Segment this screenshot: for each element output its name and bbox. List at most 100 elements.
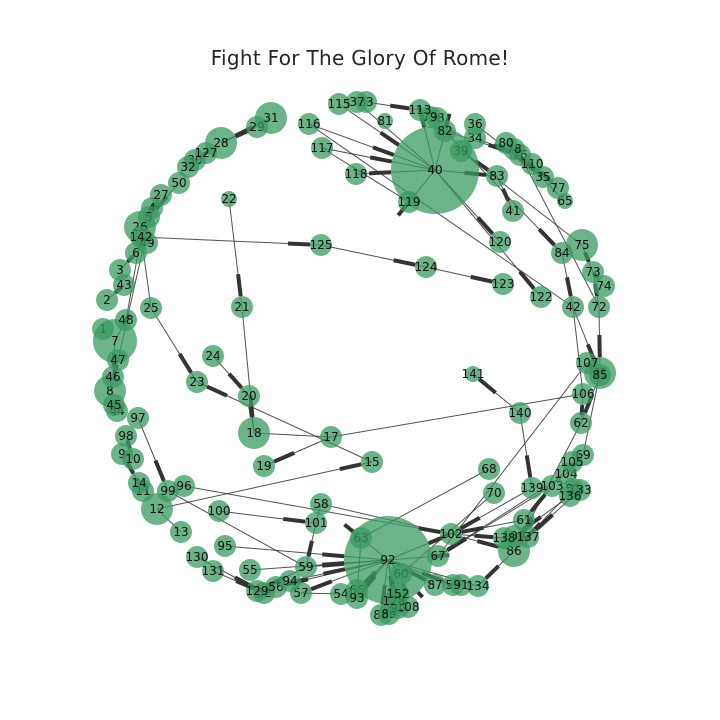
node-27[interactable]: 27 xyxy=(150,184,172,206)
node-92[interactable]: 92 xyxy=(344,516,432,604)
node-100[interactable]: 100 xyxy=(208,500,231,522)
node-95[interactable]: 95 xyxy=(214,535,236,557)
node-81[interactable]: 81 xyxy=(377,113,393,129)
node-136[interactable]: 136 xyxy=(559,485,582,507)
node-label: 129 xyxy=(246,584,269,598)
node-124[interactable]: 124 xyxy=(415,256,438,278)
node-129[interactable]: 129 xyxy=(246,580,269,602)
node-99[interactable]: 99 xyxy=(157,480,179,502)
node-31[interactable]: 31 xyxy=(255,102,287,134)
node-circle xyxy=(140,297,162,319)
node-106[interactable]: 106 xyxy=(572,383,595,405)
node-label: 68 xyxy=(481,462,496,476)
node-140[interactable]: 140 xyxy=(509,402,532,424)
node-17[interactable]: 17 xyxy=(320,426,342,448)
node-32[interactable]: 32 xyxy=(177,156,199,178)
node-113[interactable]: 113 xyxy=(409,99,432,121)
node-125[interactable]: 125 xyxy=(310,234,333,256)
node-142[interactable]: 142 xyxy=(130,226,153,248)
node-label: 140 xyxy=(509,406,532,420)
node-84[interactable]: 84 xyxy=(551,242,573,264)
node-62[interactable]: 62 xyxy=(570,412,592,434)
node-label: 9 xyxy=(118,447,126,461)
node-15[interactable]: 15 xyxy=(361,451,383,473)
node-label: 124 xyxy=(415,260,438,274)
node-55[interactable]: 55 xyxy=(239,559,261,581)
node-98[interactable]: 98 xyxy=(115,425,137,447)
node-45[interactable]: 45 xyxy=(103,394,125,416)
node-82[interactable]: 82 xyxy=(434,120,456,142)
node-13[interactable]: 13 xyxy=(170,521,192,543)
node-122[interactable]: 122 xyxy=(530,286,553,308)
node-83[interactable]: 83 xyxy=(486,165,508,187)
node-68[interactable]: 68 xyxy=(478,458,500,480)
node-77[interactable]: 77 xyxy=(547,177,569,199)
node-72[interactable]: 72 xyxy=(588,296,610,318)
node-label: 18 xyxy=(246,426,261,440)
node-80[interactable]: 80 xyxy=(495,132,517,154)
node-37[interactable]: 37 xyxy=(346,91,368,113)
node-110[interactable]: 110 xyxy=(521,153,544,175)
node-70[interactable]: 70 xyxy=(483,482,505,504)
node-138[interactable]: 138 xyxy=(493,527,516,549)
node-120[interactable]: 120 xyxy=(489,231,512,253)
node-102[interactable]: 102 xyxy=(440,523,463,545)
node-134[interactable]: 134 xyxy=(467,575,490,597)
node-152[interactable]: 152 xyxy=(387,583,410,605)
node-23[interactable]: 23 xyxy=(186,371,208,393)
node-58[interactable]: 58 xyxy=(310,493,332,515)
node-116[interactable]: 116 xyxy=(298,113,321,135)
node-circle xyxy=(493,527,515,549)
node-24[interactable]: 24 xyxy=(202,345,224,367)
node-19[interactable]: 19 xyxy=(253,455,275,477)
node-label: 42 xyxy=(565,300,580,314)
node-75[interactable]: 75 xyxy=(566,229,598,261)
node-127[interactable]: 127 xyxy=(195,142,218,164)
node-119[interactable]: 119 xyxy=(398,191,421,213)
node-93[interactable]: 93 xyxy=(346,587,368,609)
node-67[interactable]: 67 xyxy=(427,545,449,567)
node-36[interactable]: 36 xyxy=(464,113,486,135)
node-22[interactable]: 22 xyxy=(221,191,237,207)
node-label: 54 xyxy=(333,587,348,601)
node-46[interactable]: 46 xyxy=(102,366,124,388)
node-101[interactable]: 101 xyxy=(305,512,328,534)
node-21[interactable]: 21 xyxy=(231,296,253,318)
node-42[interactable]: 42 xyxy=(562,296,584,318)
node-61[interactable]: 61 xyxy=(513,509,535,531)
node-label: 14 xyxy=(131,476,146,490)
node-130[interactable]: 130 xyxy=(186,546,209,568)
node-10[interactable]: 10 xyxy=(122,448,144,470)
node-circle xyxy=(295,556,317,578)
node-94[interactable]: 94 xyxy=(279,570,301,592)
edge-arrow-96-102 xyxy=(418,526,441,535)
node-59[interactable]: 59 xyxy=(295,556,317,578)
node-25[interactable]: 25 xyxy=(140,297,162,319)
node-131[interactable]: 131 xyxy=(202,560,225,582)
node-circle xyxy=(253,455,275,477)
node-43[interactable]: 43 xyxy=(113,274,135,296)
node-2[interactable]: 2 xyxy=(96,289,118,311)
node-97[interactable]: 97 xyxy=(127,407,149,429)
node-41[interactable]: 41 xyxy=(502,200,524,222)
node-circle xyxy=(346,587,368,609)
node-47[interactable]: 47 xyxy=(107,349,129,371)
node-74[interactable]: 74 xyxy=(593,275,615,297)
node-20[interactable]: 20 xyxy=(238,385,260,407)
node-18[interactable]: 18 xyxy=(238,417,270,449)
node-14[interactable]: 14 xyxy=(128,472,150,494)
node-91[interactable]: 91 xyxy=(450,574,472,596)
node-123[interactable]: 123 xyxy=(492,273,515,295)
node-139[interactable]: 139 xyxy=(521,477,544,499)
node-107[interactable]: 107 xyxy=(576,352,599,374)
node-117[interactable]: 117 xyxy=(311,137,334,159)
node-118[interactable]: 118 xyxy=(345,163,368,185)
node-87[interactable]: 87 xyxy=(424,574,446,596)
node-50[interactable]: 50 xyxy=(168,172,190,194)
node-141[interactable]: 141 xyxy=(462,366,485,382)
node-115[interactable]: 115 xyxy=(328,93,351,115)
node-circle xyxy=(238,417,270,449)
node-105[interactable]: 105 xyxy=(561,451,584,473)
node-48[interactable]: 48 xyxy=(115,309,137,331)
node-137[interactable]: 137 xyxy=(517,526,540,548)
